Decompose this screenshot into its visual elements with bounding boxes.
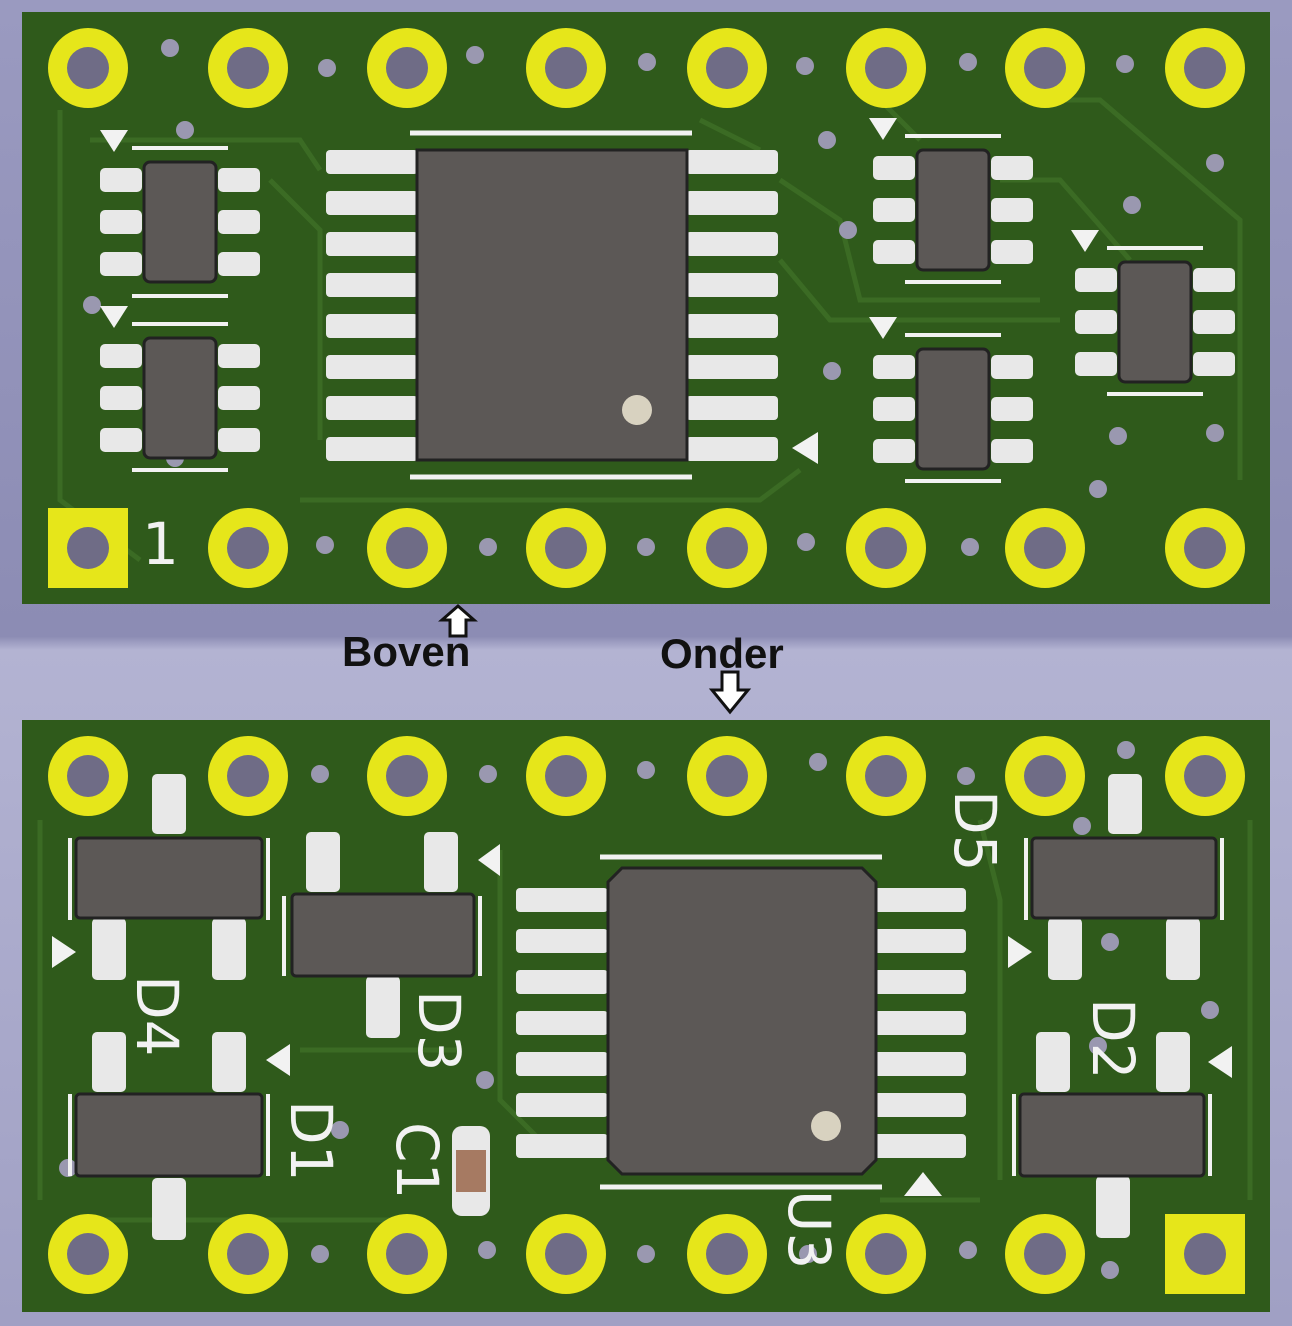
top-small-ic-2 — [100, 306, 260, 472]
bottom-diode-d4 — [52, 774, 270, 980]
designator-d4: D4 — [123, 975, 191, 1057]
bottom-capacitor-c1 — [452, 1126, 490, 1216]
up-arrow-icon — [438, 604, 478, 638]
bottom-diode-d1 — [68, 1032, 290, 1240]
bottom-diode-d3 — [282, 832, 500, 1038]
bottom-board — [22, 720, 1270, 1312]
designator-d1: D1 — [277, 1100, 345, 1182]
designator-d3: D3 — [405, 990, 473, 1072]
side-arrows — [438, 604, 752, 715]
bottom-diode-d5 — [1008, 774, 1224, 980]
designator-d5: D5 — [941, 790, 1009, 872]
pin1-marker: 1 — [142, 510, 179, 578]
bottom-vias — [59, 741, 1219, 1279]
top-header-pads — [48, 28, 1245, 588]
bottom-diode-d2 — [1012, 1032, 1232, 1238]
top-main-ic — [326, 130, 818, 480]
top-vias — [83, 39, 1224, 556]
bottom-main-ic-u3 — [516, 854, 966, 1196]
bottom-header-pads — [48, 736, 1245, 1294]
bottom-side-label: Onder — [660, 630, 784, 677]
designator-d2: D2 — [1079, 998, 1147, 1080]
top-small-ic-1 — [100, 130, 260, 298]
designator-u3: U3 — [775, 1190, 843, 1270]
bottom-traces — [37, 819, 1253, 1223]
down-arrow-icon — [708, 670, 752, 715]
top-small-ic-5 — [1071, 230, 1235, 396]
designator-c1: C1 — [383, 1122, 451, 1200]
top-small-ic-4 — [869, 317, 1033, 483]
top-side-label: Boven — [342, 628, 471, 675]
top-small-ic-3 — [869, 118, 1033, 284]
top-board — [22, 12, 1270, 604]
